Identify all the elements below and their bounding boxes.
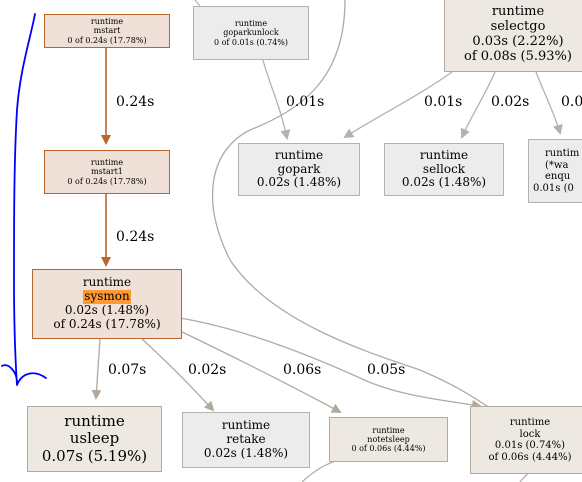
node-sellock-stat: 0.02s (1.48%) xyxy=(401,175,487,190)
node-notetsleep-pkg: runtime xyxy=(372,425,405,435)
node-gopark-pkg: runtime xyxy=(274,147,324,162)
node-enqueue-fn2: enqu xyxy=(545,171,571,182)
node-usleep-fn: usleep xyxy=(69,429,120,448)
node-notetsleep-stat: 0 of 0.06s (4.44%) xyxy=(351,444,426,454)
edge-label-sysmon-usleep: 0.07s xyxy=(108,362,147,378)
node-sysmon-fn: sysmon xyxy=(83,289,131,304)
edge-selectgo-enqueue xyxy=(535,71,563,135)
node-enqueue-pkg: runtim xyxy=(545,148,580,159)
node-sysmon[interactable]: runtime sysmon 0.02s (1.48%) of 0.24s (1… xyxy=(32,269,182,339)
node-selectgo-cum: of 0.08s (5.93%) xyxy=(464,48,572,64)
edge-selectgo-sellock xyxy=(460,71,496,139)
edge-label-sysmon-notetsleep: 0.06s xyxy=(283,362,322,378)
node-sysmon-flat: 0.02s (1.48%) xyxy=(64,303,150,317)
edge-label-sysmon-retake: 0.02s xyxy=(188,362,227,378)
node-enqueue-stat: 0.01s (0 xyxy=(533,182,574,194)
node-notetsleep[interactable]: runtime notetsleep 0 of 0.06s (4.44%) xyxy=(329,417,448,462)
node-goparkunlock-pkg: runtime xyxy=(234,19,268,29)
edge-label-sysmon-lock: 0.05s xyxy=(367,362,406,378)
node-mstart1-pkg: runtime xyxy=(90,158,124,168)
edge-background-curve xyxy=(211,0,491,409)
node-goparkunlock-fn: goparkunlock xyxy=(223,28,279,38)
edge-label-mstart-mstart1: 0.24s xyxy=(116,94,155,110)
node-retake[interactable]: runtime retake 0.02s (1.48%) xyxy=(182,412,310,468)
node-mstart-stat: 0 of 0.24s (17.78%) xyxy=(67,35,147,45)
node-selectgo[interactable]: runtime selectgo 0.03s (2.22%) of 0.08s … xyxy=(444,0,582,72)
node-goparkunlock-stat: 0 of 0.01s (0.74%) xyxy=(213,37,289,47)
node-usleep[interactable]: runtime usleep 0.07s (5.19%) xyxy=(27,406,162,472)
edge-label-mstart1-sysmon: 0.24s xyxy=(116,229,155,245)
node-gopark[interactable]: runtime gopark 0.02s (1.48%) xyxy=(238,143,360,196)
node-sellock[interactable]: runtime sellock 0.02s (1.48%) xyxy=(384,143,504,196)
node-mstart-fn: mstart xyxy=(93,26,121,36)
node-mstart[interactable]: runtime mstart 0 of 0.24s (17.78%) xyxy=(44,14,170,48)
node-lock-cum: of 0.06s (4.44%) xyxy=(488,451,572,463)
node-goparkunlock[interactable]: runtime goparkunlock 0 of 0.01s (0.74%) xyxy=(193,6,309,60)
edge-sysmon-usleep xyxy=(91,338,102,400)
node-sellock-fn: sellock xyxy=(422,161,466,176)
node-retake-stat: 0.02s (1.48%) xyxy=(203,445,289,460)
node-lock-pkg: runtime xyxy=(509,417,551,428)
node-notetsleep-fn: notetsleep xyxy=(367,434,410,444)
node-sellock-pkg: runtime xyxy=(419,147,469,162)
edge-label-selectgo-gopark: 0.01s xyxy=(424,94,463,110)
edge-label-selectgo-enqueue: 0.0 xyxy=(561,94,582,110)
node-sysmon-pkg: runtime xyxy=(82,275,132,290)
node-lock[interactable]: runtime lock 0.01s (0.74%) of 0.06s (4.4… xyxy=(470,406,582,474)
node-selectgo-pkg: runtime xyxy=(491,4,545,20)
node-usleep-pkg: runtime xyxy=(64,412,125,431)
node-sysmon-cum: of 0.24s (17.78%) xyxy=(53,316,161,331)
node-selectgo-flat: 0.03s (2.22%) xyxy=(472,34,564,49)
edge-sysmon-notetsleep xyxy=(177,329,342,413)
node-lock-fn: lock xyxy=(519,428,541,440)
node-mstart1-fn: mstart1 xyxy=(91,167,123,177)
node-gopark-fn: gopark xyxy=(277,161,321,176)
edge-sysmon-retake xyxy=(141,338,215,412)
node-lock-flat: 0.01s (0.74%) xyxy=(494,440,566,451)
edge-label-selectgo-sellock: 0.02s xyxy=(491,94,530,110)
node-enqueue-fn: (*wa xyxy=(545,159,569,171)
edge-label-goparkunlock-gopark: 0.01s xyxy=(286,94,325,110)
node-retake-pkg: runtime xyxy=(221,418,271,433)
node-usleep-stat: 0.07s (5.19%) xyxy=(41,446,148,465)
node-mstart1[interactable]: runtime mstart1 0 of 0.24s (17.78%) xyxy=(44,150,170,194)
node-gopark-stat: 0.02s (1.48%) xyxy=(256,175,342,190)
edge-selectgo-gopark xyxy=(343,71,453,139)
edge-goparkunlock-gopark xyxy=(262,59,291,140)
edge-sysmon-lock xyxy=(179,317,482,410)
node-enqueue[interactable]: runtim (*wa enqu 0.01s (0 xyxy=(528,139,582,203)
annotation-pen-stroke xyxy=(1,13,47,386)
node-mstart-pkg: runtime xyxy=(90,17,124,27)
node-mstart1-stat: 0 of 0.24s (17.78%) xyxy=(67,176,147,186)
node-selectgo-fn: selectgo xyxy=(490,19,546,35)
node-retake-fn: retake xyxy=(226,432,266,447)
